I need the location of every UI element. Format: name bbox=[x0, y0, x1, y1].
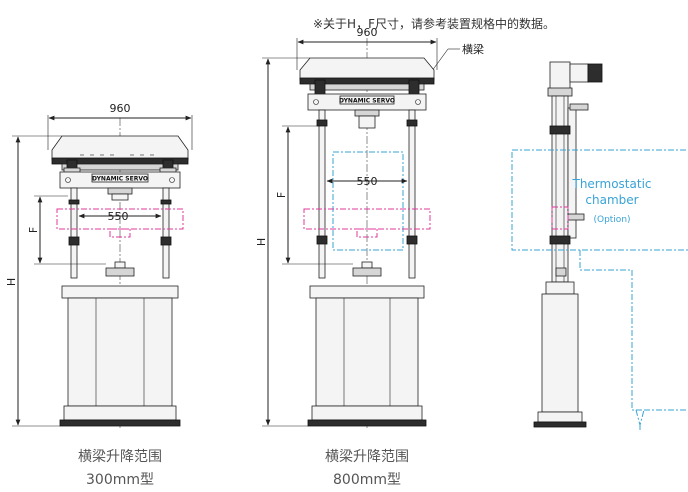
caption-line1: 横梁升降范围 bbox=[78, 448, 162, 465]
chamber-option: (Option) bbox=[593, 215, 630, 225]
top-cover bbox=[299, 57, 435, 81]
spec-note: ※关于H，F尺寸，请参考装置规格中的数据。 bbox=[313, 16, 555, 31]
base-table bbox=[309, 285, 425, 299]
chamber-title-2: chamber bbox=[585, 193, 638, 207]
machine-300mm: 960 DYNAMIC SERVO 550 bbox=[5, 102, 193, 488]
logo-text: DYNAMIC SERVO bbox=[339, 98, 395, 105]
top-cover bbox=[51, 135, 189, 161]
inner-550-label: 550 bbox=[357, 175, 378, 188]
crossbeam-travel-range bbox=[551, 206, 569, 230]
chamber-outline bbox=[332, 151, 404, 251]
width-960-label: 960 bbox=[110, 102, 131, 115]
h-label: H bbox=[5, 278, 18, 286]
inner-550-label: 550 bbox=[108, 210, 129, 223]
crossbeam-label: 横梁 bbox=[462, 42, 484, 56]
h-label: H bbox=[255, 238, 268, 246]
machine-800mm: 960 横梁 DYNAMIC SERVO 550 bbox=[255, 26, 484, 488]
side-view: Thermostatic chamber (Option) bbox=[511, 61, 688, 430]
base-table bbox=[61, 285, 179, 299]
caption-line1: 横梁升降范围 bbox=[325, 448, 409, 465]
thermostatic-chamber bbox=[511, 149, 688, 251]
chamber-title-1: Thermostatic bbox=[571, 177, 651, 191]
f-label: F bbox=[27, 227, 40, 233]
logo-text: DYNAMIC SERVO bbox=[92, 176, 148, 183]
width-960-label: 960 bbox=[357, 26, 378, 39]
caption-line2: 300mm型 bbox=[86, 472, 154, 488]
caption-line2: 800mm型 bbox=[333, 472, 401, 488]
f-label: F bbox=[275, 192, 288, 198]
